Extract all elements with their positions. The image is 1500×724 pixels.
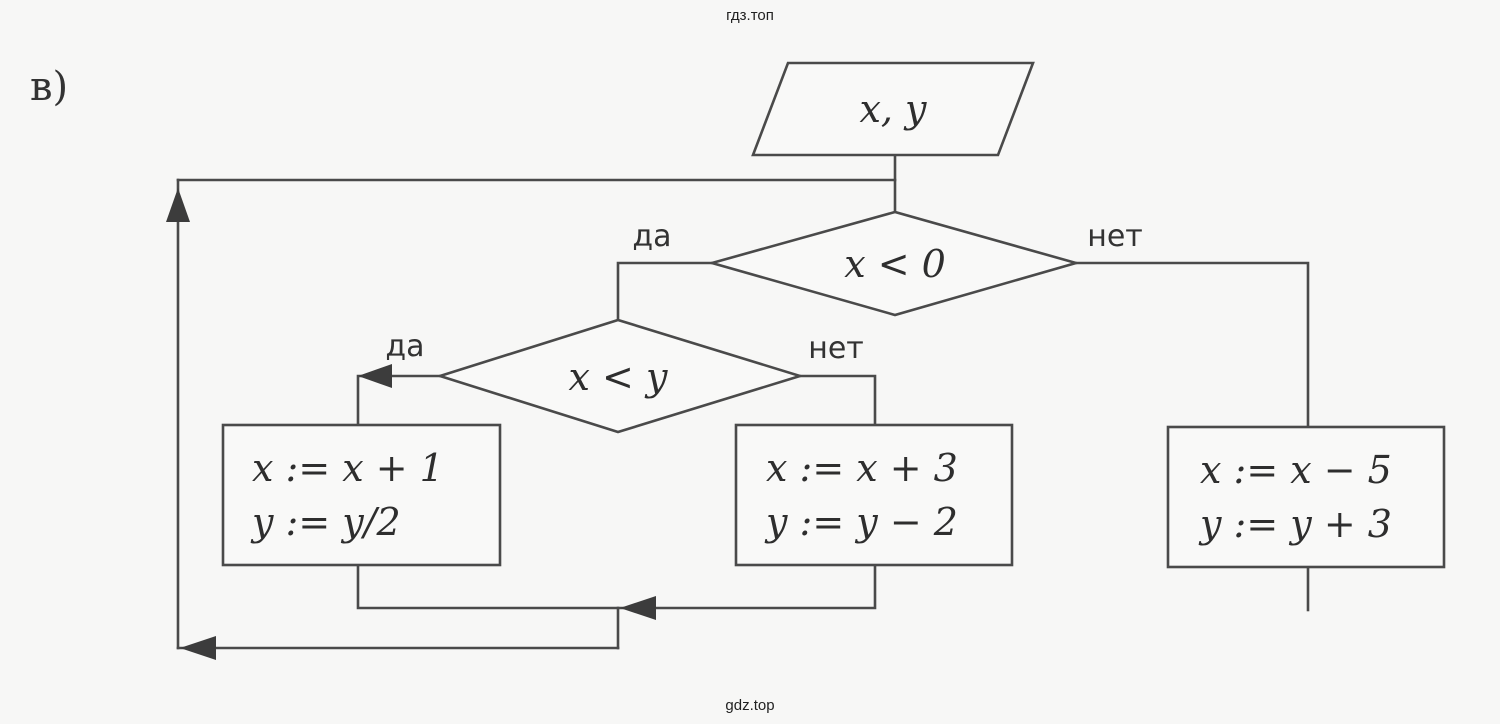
input-block-text: x, y — [859, 87, 927, 131]
arrow-up-loop — [166, 188, 190, 222]
arrow-inner-yes — [358, 364, 392, 388]
outer-yes-branch — [616, 261, 714, 322]
part-label: в) — [30, 64, 68, 110]
decision-inner-yes-label: да — [385, 329, 424, 364]
watermark-top: гдз.топ — [726, 7, 774, 24]
process-left-line2: y := y/2 — [250, 500, 401, 544]
decision-inner — [435, 318, 805, 434]
input-block — [751, 61, 1035, 157]
arrow-loop-bottom — [180, 636, 216, 660]
process-middle-line1: x := x + 3 — [766, 446, 958, 490]
watermark-bottom: gdz.top — [725, 697, 774, 714]
decision-outer-yes-label: да — [632, 219, 671, 254]
inner-yes-branch — [356, 374, 442, 427]
process-left — [221, 423, 502, 567]
inner-no-branch — [798, 374, 877, 427]
process-middle-line2: y := y − 2 — [764, 500, 958, 544]
process-right-line2: y := y + 3 — [1198, 502, 1392, 546]
merge-inner-line — [356, 563, 877, 610]
arrow-merge — [620, 596, 656, 620]
decision-inner-text: x < y — [569, 355, 668, 399]
decision-outer-no-label: нет — [1087, 219, 1143, 254]
process-right-line1: x := x − 5 — [1200, 448, 1392, 492]
process-left-line1: x := x + 1 — [252, 446, 444, 490]
decision-outer — [707, 210, 1081, 317]
process-right — [1166, 425, 1446, 569]
process-middle — [734, 423, 1014, 567]
decision-outer-text: x < 0 — [844, 242, 946, 286]
decision-inner-no-label: нет — [808, 331, 864, 366]
outer-no-branch — [1074, 261, 1310, 429]
